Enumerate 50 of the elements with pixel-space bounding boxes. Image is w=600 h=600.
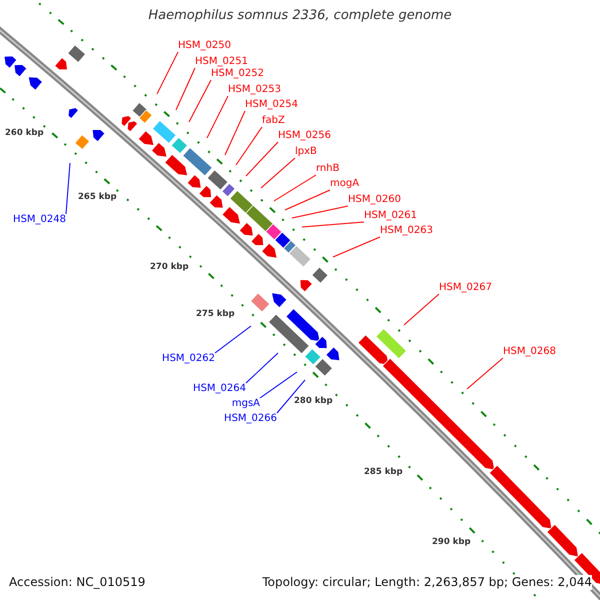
accession-text: Accession: NC_010519: [9, 575, 146, 590]
gene-label: lpxB: [295, 146, 317, 158]
leader-line: [188, 80, 212, 122]
gene-label: rnhB: [316, 163, 340, 175]
leader-line: [260, 372, 298, 398]
scale-label: 260 kbp: [5, 128, 44, 139]
scale-label: 280 kbp: [294, 396, 333, 407]
leader-line: [156, 52, 178, 94]
leader-line: [292, 206, 348, 218]
leader-line: [302, 222, 364, 228]
scale-label: 265 kbp: [78, 192, 117, 203]
leader-line: [466, 358, 504, 390]
gene-label: fabZ: [262, 115, 285, 127]
leader-line: [246, 142, 278, 176]
gene-label: mogA: [330, 178, 360, 190]
gene-label: mgsA: [232, 398, 260, 410]
scale-label: 285 kbp: [364, 467, 403, 478]
leader-line: [276, 380, 306, 414]
topology-text: Topology: circular; Length: 2,263,857 bp; Genes: 2,044: [262, 575, 592, 590]
gene-label: HSM_0253: [228, 84, 281, 96]
leader-line: [214, 326, 252, 354]
leader-line: [260, 158, 296, 188]
gene-label: HSM_0248: [13, 214, 66, 226]
gene-label: HSM_0254: [245, 99, 298, 111]
leader-line: [404, 294, 440, 326]
gene-label: HSM_0252: [211, 68, 264, 80]
leader-line: [332, 236, 380, 258]
leader-line: [246, 352, 278, 384]
gene-label: HSM_0264: [193, 383, 246, 395]
gene-label: HSM_0256: [278, 130, 331, 142]
leader-line: [206, 96, 228, 138]
leader-line: [236, 126, 262, 166]
gene-label: HSM_0250: [178, 40, 231, 52]
scale-label: 275 kbp: [196, 309, 235, 320]
gene-label: HSM_0261: [364, 210, 417, 222]
gene-label: HSM_0267: [439, 282, 492, 294]
leader-line: [66, 162, 70, 214]
leader-line: [176, 68, 196, 110]
leader-line: [274, 174, 316, 202]
leader-line: [284, 190, 330, 210]
scale-label: 270 kbp: [150, 262, 189, 273]
scale-label: 290 kbp: [432, 537, 471, 548]
title: Haemophilus somnus 2336, complete genome: [148, 8, 452, 24]
gene-label: HSM_0266: [224, 413, 277, 425]
gene-label: HSM_0262: [162, 353, 215, 365]
gene-label: HSM_0263: [380, 225, 433, 237]
gene-label: HSM_0251: [195, 56, 248, 68]
gene-label: HSM_0260: [348, 194, 401, 206]
gene-label: HSM_0268: [503, 346, 556, 358]
leader-line: [224, 110, 246, 156]
